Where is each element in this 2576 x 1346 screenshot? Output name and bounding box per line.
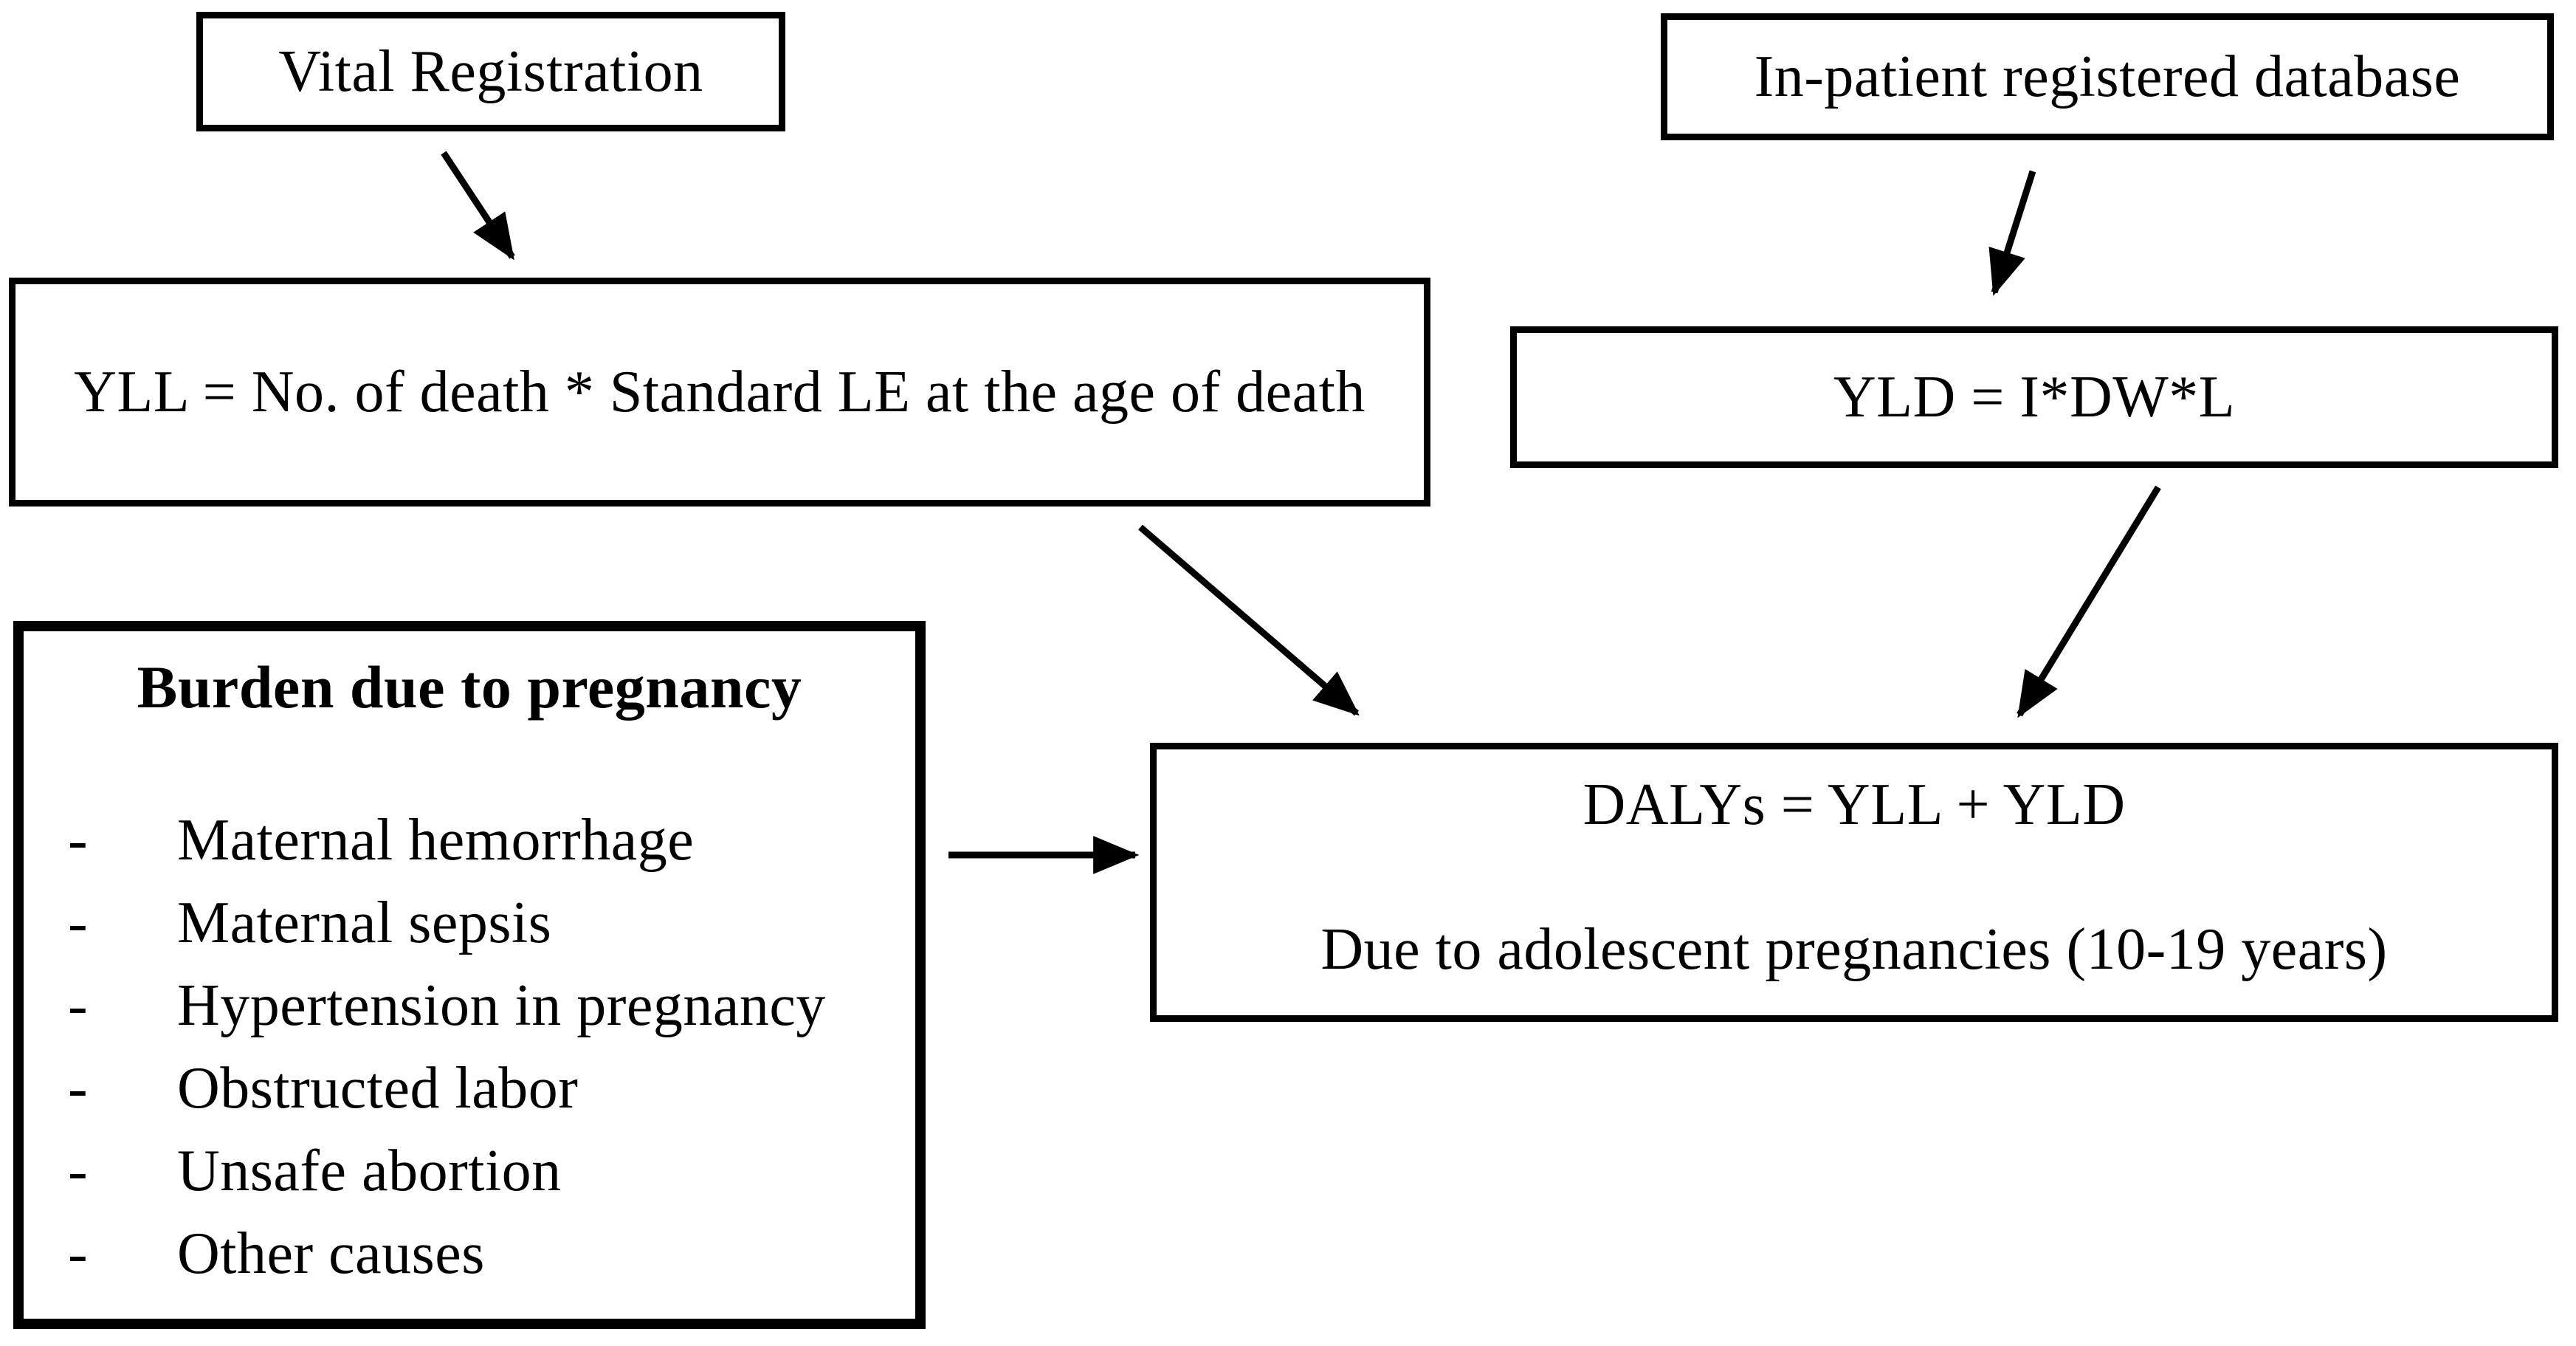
dash-bullet: - — [68, 1056, 89, 1121]
dalys-caption: Due to adolescent pregnancies (10-19 yea… — [1320, 917, 2388, 982]
burden-item-label: Other causes — [177, 1221, 485, 1286]
burden-box: Burden due to pregnancy - Maternal hemor… — [13, 621, 926, 1329]
dash-bullet: - — [68, 973, 89, 1038]
yld-formula-label: YLD = I*DW*L — [1833, 365, 2236, 430]
burden-list-item: - Hypertension in pregnancy — [68, 964, 915, 1047]
dash-bullet: - — [68, 808, 89, 873]
burden-item-label: Maternal hemorrhage — [177, 808, 695, 873]
vital-registration-label: Vital Registration — [278, 39, 703, 104]
burden-item-label: Maternal sepsis — [177, 890, 552, 955]
burden-item-label: Unsafe abortion — [177, 1139, 562, 1203]
inpatient-database-box: In-patient registered database — [1661, 13, 2554, 140]
burden-item-label: Obstructed labor — [177, 1056, 579, 1121]
burden-item-label: Hypertension in pregnancy — [177, 973, 826, 1038]
arrow-yld-to-dalys — [2017, 485, 2161, 718]
vital-registration-box: Vital Registration — [196, 12, 785, 131]
inpatient-database-label: In-patient registered database — [1754, 44, 2461, 109]
yld-formula-box: YLD = I*DW*L — [1510, 326, 2558, 468]
arrow-yll-to-dalys — [1138, 524, 1360, 716]
dash-bullet: - — [68, 890, 89, 955]
burden-list-item: - Maternal hemorrhage — [68, 799, 915, 882]
burden-title: Burden due to pregnancy — [137, 653, 802, 721]
dash-bullet: - — [68, 1139, 89, 1203]
arrow-inpatient-database-to-yld — [1988, 170, 2036, 296]
burden-list-item: - Other causes — [68, 1212, 915, 1295]
yll-formula-label: YLL = No. of death * Standard LE at the … — [74, 360, 1366, 425]
yll-formula-box: YLL = No. of death * Standard LE at the … — [9, 278, 1430, 507]
burden-list-item: - Maternal sepsis — [68, 882, 915, 964]
burden-list-item: - Obstructed labor — [68, 1047, 915, 1130]
burden-list-item: - Unsafe abortion — [68, 1130, 915, 1212]
dalys-box: DALYs = YLL + YLD Due to adolescent preg… — [1150, 743, 2558, 1022]
dalys-formula: DALYs = YLL + YLD — [1583, 772, 2126, 837]
arrow-vital-registration-to-yll — [441, 151, 515, 261]
burden-list: - Maternal hemorrhage - Maternal sepsis … — [24, 799, 915, 1295]
dash-bullet: - — [68, 1221, 89, 1286]
